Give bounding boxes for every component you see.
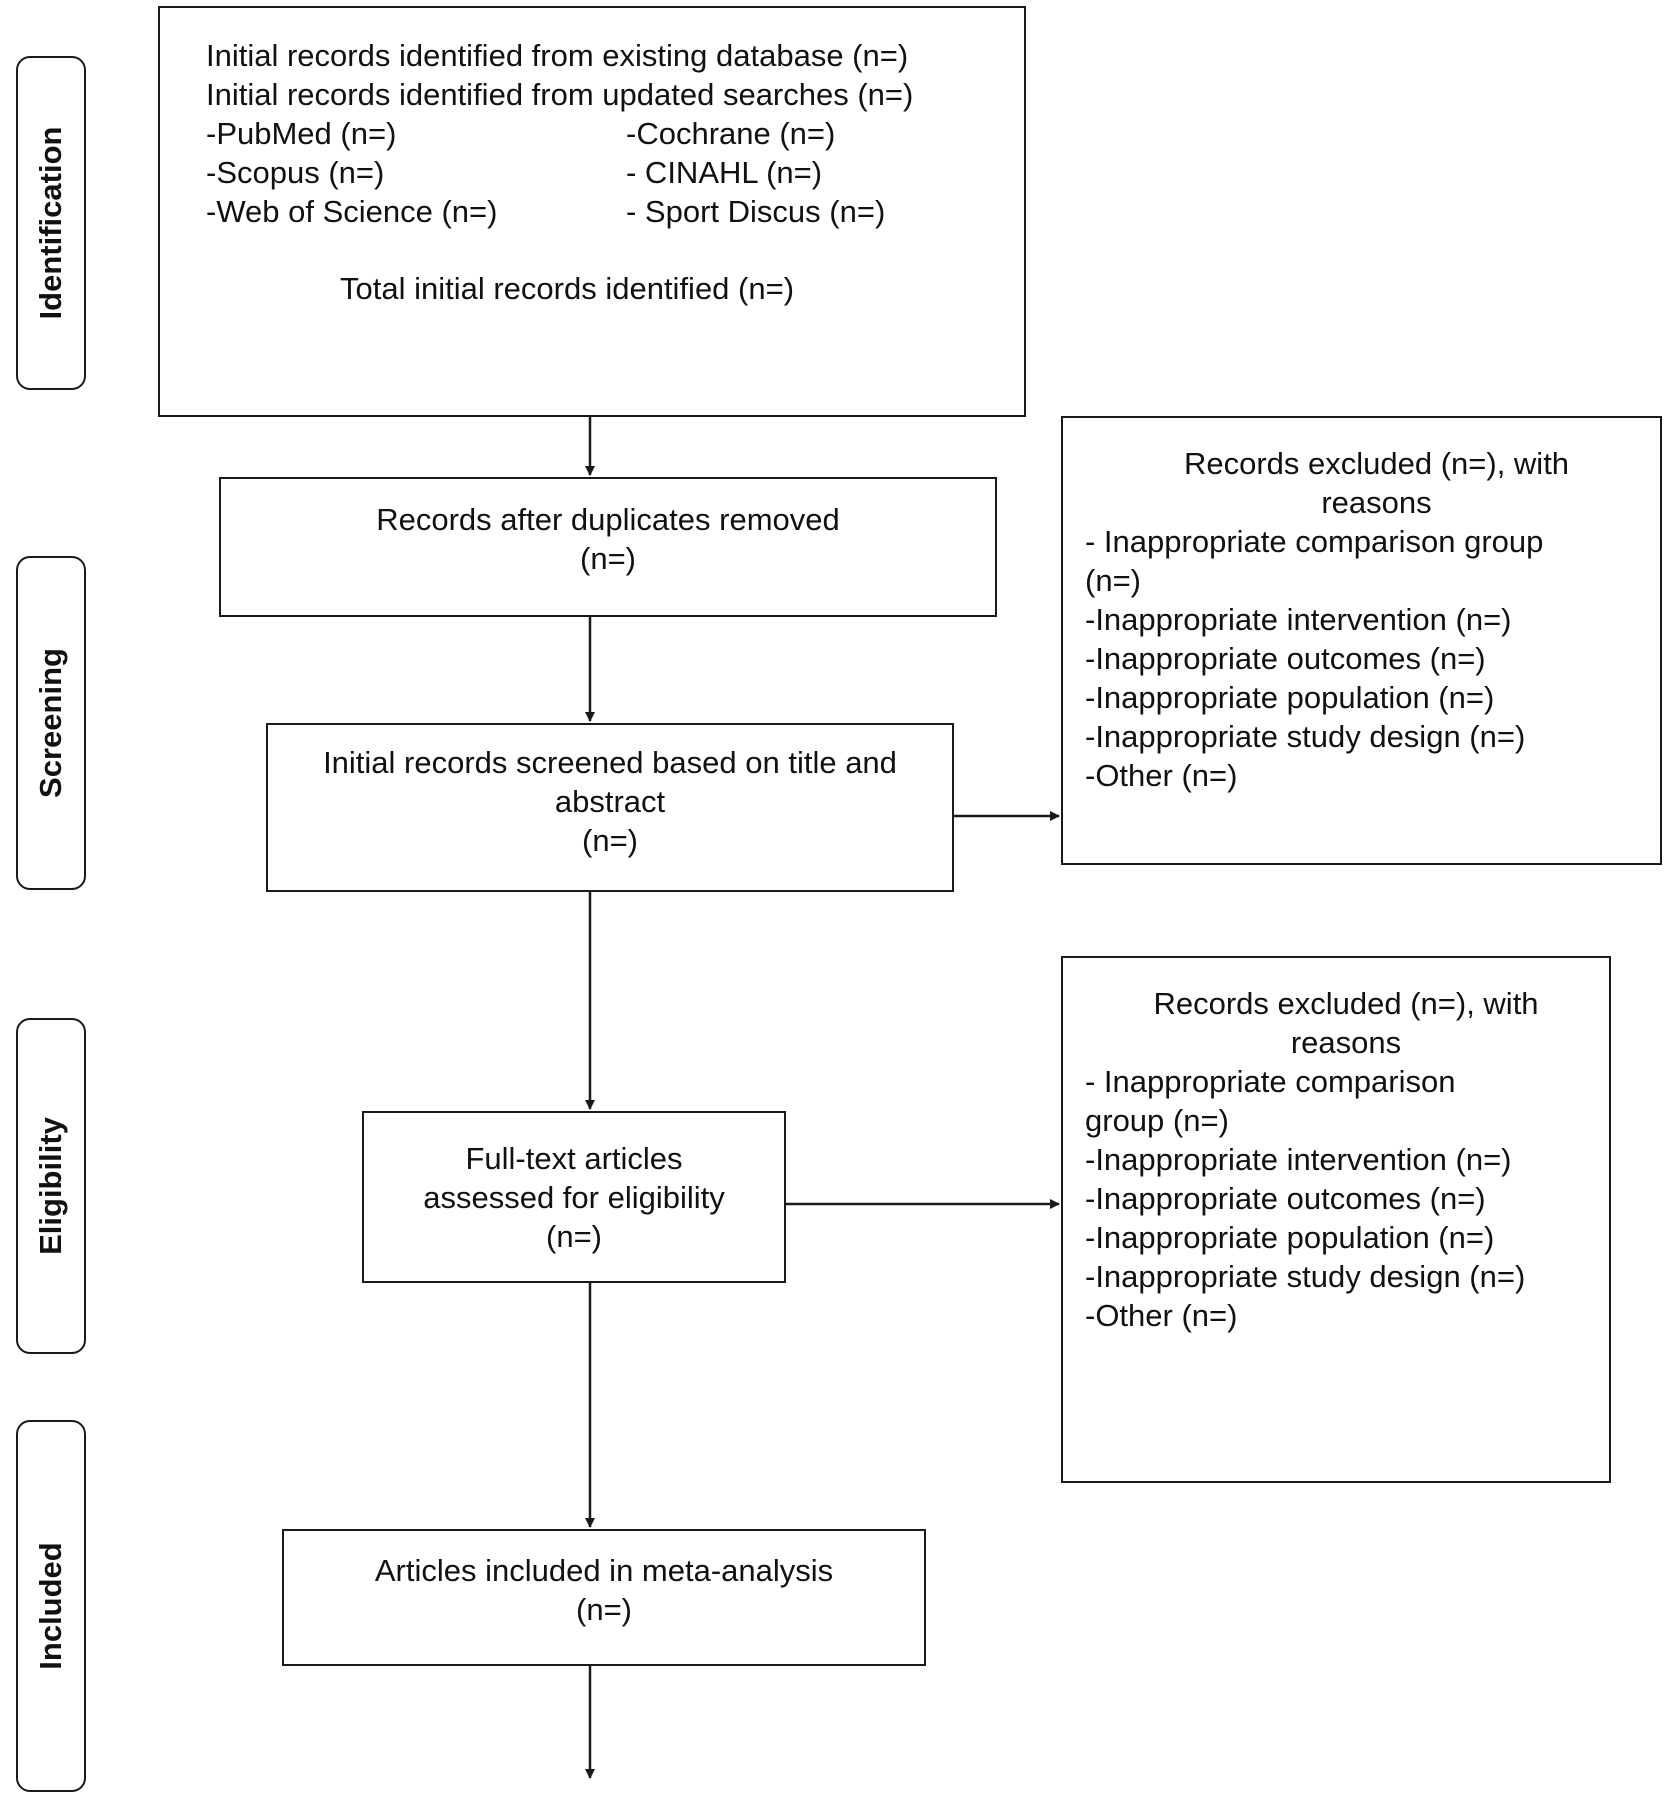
reason-population: -Inappropriate population (n=)	[1085, 680, 1495, 715]
reason-study-design: -Inappropriate study design (n=)	[1085, 719, 1526, 754]
reason-comparison-group: - Inappropriate comparison group (n=)	[1085, 1064, 1456, 1138]
source-web-of-science: -Web of Science (n=)	[206, 194, 498, 229]
duplicates-removed-label: Records after duplicates removed	[376, 502, 840, 537]
identification-total: Total initial records identified (n=)	[340, 271, 795, 306]
source-cinahl: - CINAHL (n=)	[626, 155, 823, 190]
identification-line-2: Initial records identified from updated …	[206, 77, 914, 112]
reason-intervention: -Inappropriate intervention (n=)	[1085, 1142, 1512, 1177]
reason-other: -Other (n=)	[1085, 758, 1238, 793]
reason-intervention: -Inappropriate intervention (n=)	[1085, 602, 1512, 637]
screened-label: Initial records screened based on title …	[323, 745, 897, 819]
source-scopus: -Scopus (n=)	[206, 155, 385, 190]
fulltext-label-2: assessed for eligibility	[423, 1180, 725, 1215]
reason-population: -Inappropriate population (n=)	[1085, 1220, 1495, 1255]
phase-screening: Screening	[16, 556, 86, 890]
excluded-eligibility-title: Records excluded (n=), with reasons	[1153, 986, 1539, 1060]
duplicates-removed-box: Records after duplicates removed (n=)	[219, 477, 997, 617]
identification-box: Initial records identified from existing…	[158, 6, 1026, 417]
excluded-screening-box: Records excluded (n=), with reasons - In…	[1061, 416, 1662, 865]
duplicates-removed-count: (n=)	[580, 541, 636, 576]
database-sources: -PubMed (n=) -Cochrane (n=) -Scopus (n=)…	[206, 114, 1024, 231]
excluded-screening-title: Records excluded (n=), with reasons	[1183, 446, 1570, 520]
screened-count: (n=)	[582, 823, 638, 858]
fulltext-count: (n=)	[546, 1219, 602, 1254]
included-label: Articles included in meta-analysis	[374, 1553, 834, 1588]
reason-outcomes: -Inappropriate outcomes (n=)	[1085, 1181, 1486, 1216]
reason-study-design: -Inappropriate study design (n=)	[1085, 1259, 1526, 1294]
reason-other: -Other (n=)	[1085, 1298, 1238, 1333]
excluded-eligibility-box: Records excluded (n=), with reasons - In…	[1061, 956, 1611, 1483]
reason-comparison-group: - Inappropriate comparison group (n=)	[1085, 524, 1544, 598]
included-count: (n=)	[576, 1592, 632, 1627]
phase-identification: Identification	[16, 56, 86, 390]
screened-box: Initial records screened based on title …	[266, 723, 954, 892]
identification-line-1: Initial records identified from existing…	[206, 38, 909, 73]
source-pubmed: -PubMed (n=)	[206, 116, 397, 151]
excluded-eligibility-reasons: - Inappropriate comparison group (n=) -I…	[1063, 1062, 1589, 1335]
fulltext-box: Full-text articles assessed for eligibil…	[362, 1111, 786, 1283]
source-cochrane: -Cochrane (n=)	[626, 116, 836, 151]
reason-outcomes: -Inappropriate outcomes (n=)	[1085, 641, 1486, 676]
source-sport-discus: - Sport Discus (n=)	[626, 194, 886, 229]
included-box: Articles included in meta-analysis (n=)	[282, 1529, 926, 1666]
phase-included: Included	[16, 1420, 86, 1792]
excluded-screening-reasons: - Inappropriate comparison group (n=) -I…	[1063, 522, 1630, 795]
phase-eligibility: Eligibility	[16, 1018, 86, 1354]
fulltext-label-1: Full-text articles	[465, 1141, 683, 1176]
